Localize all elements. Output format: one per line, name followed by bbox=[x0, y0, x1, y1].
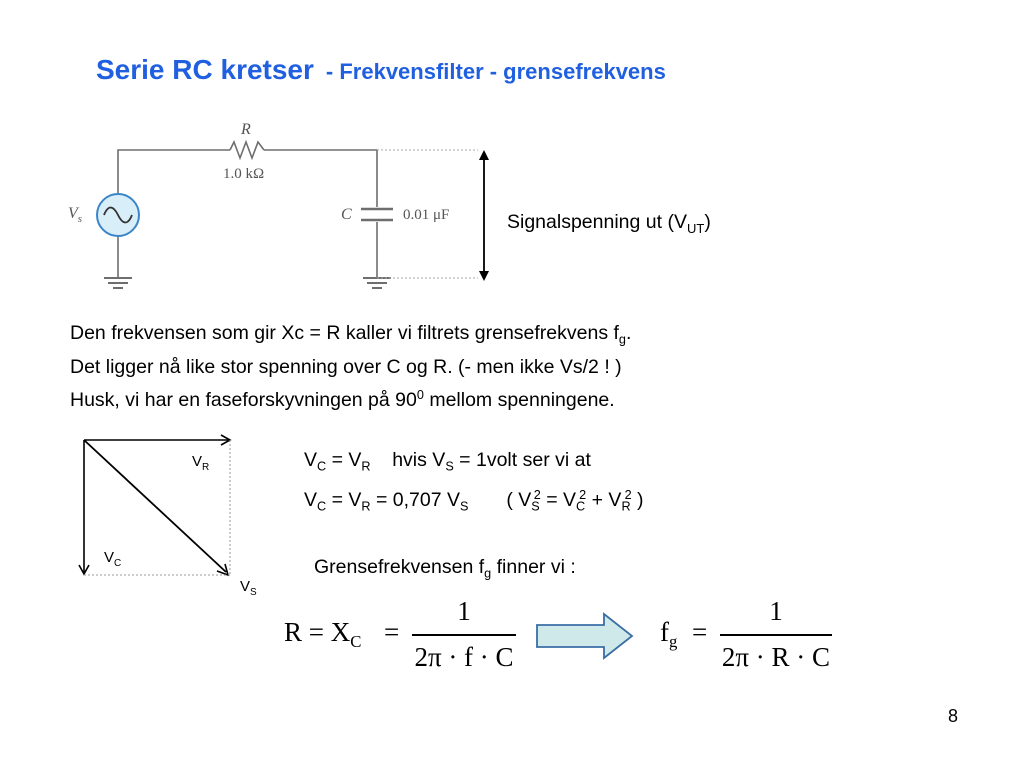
wire-top-left bbox=[117, 149, 230, 208]
resistor-value: 1.0 kΩ bbox=[223, 166, 264, 182]
output-arrow-down-icon bbox=[479, 271, 489, 281]
phasor-vr-label: VR bbox=[192, 453, 209, 473]
resistor-label: R bbox=[240, 121, 251, 138]
formula2-equals: = bbox=[692, 617, 708, 647]
output-arrow-up-icon bbox=[479, 150, 489, 160]
phasor-vc-arrowhead-icon bbox=[78, 564, 90, 576]
formula1-lhs: R = XC bbox=[284, 617, 362, 651]
title-sub: - Frekvensfilter - grensefrekvens bbox=[325, 59, 666, 84]
formula1-equals: = bbox=[384, 617, 400, 647]
phasor-vc-label: VC bbox=[104, 549, 121, 569]
explanation-paragraph: Den frekvensen som gir Xc = R kaller vi … bbox=[70, 319, 631, 414]
wire-top-right bbox=[264, 149, 378, 207]
implies-arrow-icon bbox=[536, 612, 634, 660]
cutoff-label: Grensefrekvensen fg finner vi : bbox=[314, 556, 576, 581]
capacitor-label: C bbox=[341, 206, 352, 223]
explanation-line-2: Det ligger nå like stor spenning over C … bbox=[70, 356, 622, 379]
equation-line-2: VC = VR = 0,707 VS ( VS2 = VC2 + VR2 ) bbox=[304, 488, 644, 514]
capacitor-value: 0.01 μF bbox=[403, 207, 449, 223]
equation-line-1: VC = VR hvis VS = 1volt ser vi at bbox=[304, 449, 591, 474]
title-main: Serie RC kretser bbox=[96, 54, 314, 85]
phasor-diagram bbox=[78, 434, 232, 577]
explanation-line-3: Husk, vi har en faseforskyvningen på 900… bbox=[70, 388, 615, 412]
formula2-numerator: 1 bbox=[769, 596, 783, 626]
explanation-line-1: Den frekvensen som gir Xc = R kaller vi … bbox=[70, 322, 632, 347]
formula2-denominator: 2π · R · C bbox=[721, 642, 831, 672]
sine-wave-icon bbox=[103, 206, 133, 224]
formula2-lhs: fg bbox=[660, 617, 678, 651]
resistor-zigzag bbox=[229, 139, 265, 161]
formula1-denominator: 2π · f · C bbox=[414, 642, 514, 672]
slide-title: Serie RC kretser - Frekvensfilter - grens… bbox=[96, 54, 666, 86]
phasor-vs-line bbox=[83, 439, 227, 573]
phasor-vs-label: VS bbox=[240, 578, 257, 598]
formula2-fraction-bar bbox=[720, 634, 832, 636]
page-number: 8 bbox=[948, 706, 959, 726]
output-voltage-label: Signalspenning ut (VUT) bbox=[507, 211, 711, 236]
formula1-numerator: 1 bbox=[457, 596, 471, 626]
source-label: Vs bbox=[68, 205, 82, 225]
formula1-fraction-bar bbox=[412, 634, 516, 636]
